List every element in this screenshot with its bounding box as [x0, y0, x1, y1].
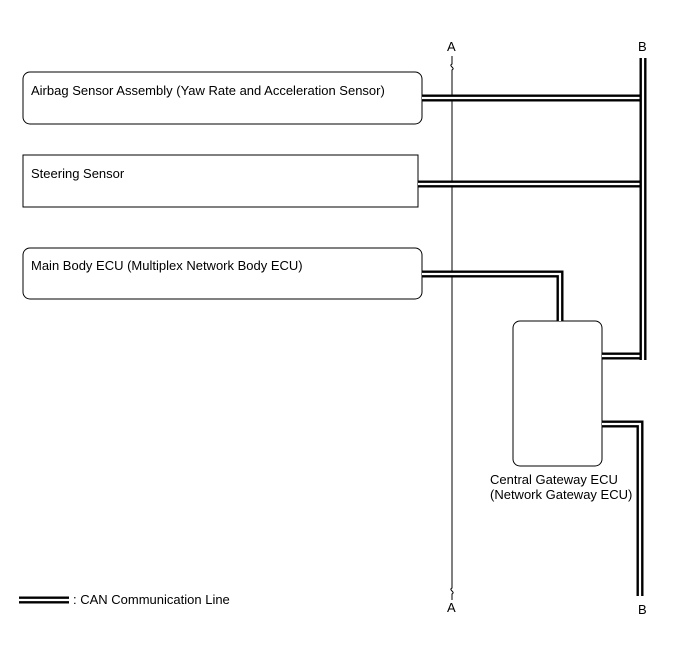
legend-label: : CAN Communication Line — [73, 592, 230, 607]
marker-b-bottom: B — [638, 602, 647, 617]
marker-a-bottom: A — [447, 600, 456, 615]
can-bus-lines — [19, 58, 647, 604]
central-gateway-ecu-label-2: (Network Gateway ECU) — [490, 487, 632, 502]
central-gateway-ecu-label-1: Central Gateway ECU — [490, 472, 618, 487]
main-body-ecu-box — [22, 247, 423, 300]
airbag-sensor-label: Airbag Sensor Assembly (Yaw Rate and Acc… — [31, 83, 385, 98]
steering-sensor-box — [22, 154, 419, 208]
marker-b-top: B — [638, 39, 647, 54]
can-line-main-body — [422, 270, 564, 321]
reference-line-a — [450, 56, 454, 600]
main-body-ecu-label: Main Body ECU (Multiplex Network Body EC… — [31, 258, 303, 273]
steering-sensor-label: Steering Sensor — [31, 166, 125, 181]
can-bus-b-lower — [602, 420, 644, 596]
marker-a-top: A — [447, 39, 456, 54]
airbag-sensor-box — [22, 71, 423, 125]
central-gateway-ecu-box — [512, 320, 603, 467]
